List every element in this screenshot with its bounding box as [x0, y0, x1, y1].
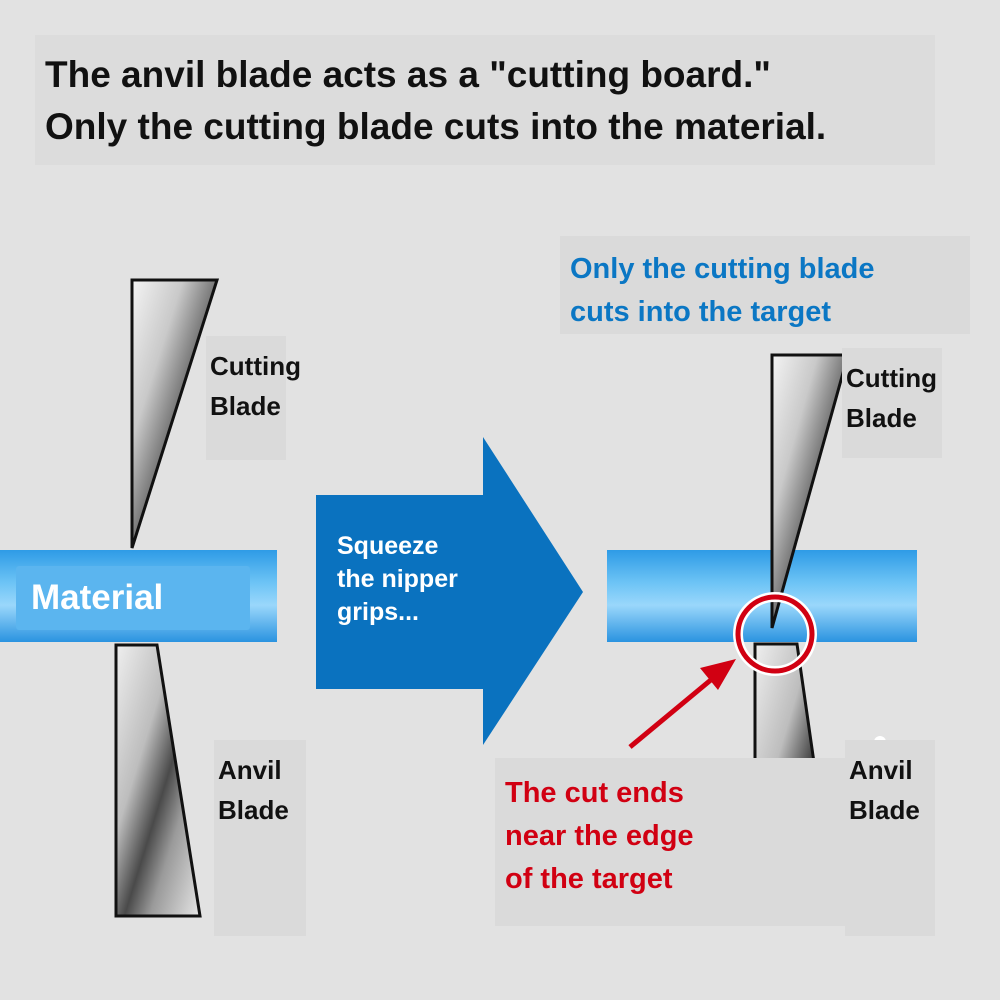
headline-line-1: The anvil blade acts as a "cutting board…: [45, 54, 771, 95]
cutting-blade-note: Only the cutting blade cuts into the tar…: [560, 236, 970, 334]
note-line: Only the cutting blade: [570, 253, 875, 285]
right-anvil-blade-label: Anvil Blade: [845, 740, 935, 936]
note-line: cuts into the target: [570, 296, 832, 328]
note-line: of the target: [505, 863, 673, 895]
headline-box: The anvil blade acts as a "cutting board…: [35, 35, 935, 165]
note-line: The cut ends: [505, 777, 684, 809]
right-cutting-blade: [770, 353, 850, 629]
left-cutting-blade-label: Cutting Blade: [206, 336, 301, 460]
label-line: Blade: [210, 391, 281, 421]
label-line: Anvil: [849, 755, 913, 785]
arrow-text-line: the nipper: [337, 565, 458, 593]
pointer-arrow-head: [700, 659, 736, 690]
left-cutting-blade: [130, 278, 220, 549]
pointer-arrow-shaft: [628, 672, 720, 749]
cut-highlight-ring: [735, 594, 815, 674]
headline-line-2: Only the cutting blade cuts into the mat…: [45, 106, 827, 147]
label-line: Cutting: [210, 351, 301, 381]
note-line: near the edge: [505, 820, 694, 852]
label-line: Anvil: [218, 755, 282, 785]
label-line: Cutting: [846, 363, 937, 393]
squeeze-arrow: [316, 437, 583, 745]
label-line: Blade: [218, 795, 289, 825]
label-line: Blade: [849, 795, 920, 825]
material-label: Material: [16, 566, 250, 630]
left-anvil-blade: [114, 643, 202, 918]
label-line: Blade: [846, 403, 917, 433]
right-cutting-blade-label: Cutting Blade: [842, 348, 942, 458]
arrow-text-line: Squeeze: [337, 532, 439, 560]
squeeze-arrow-text: Squeeze the nipper grips...: [337, 530, 487, 629]
left-anvil-blade-label: Anvil Blade: [214, 740, 306, 936]
arrow-text-line: grips...: [337, 598, 419, 626]
